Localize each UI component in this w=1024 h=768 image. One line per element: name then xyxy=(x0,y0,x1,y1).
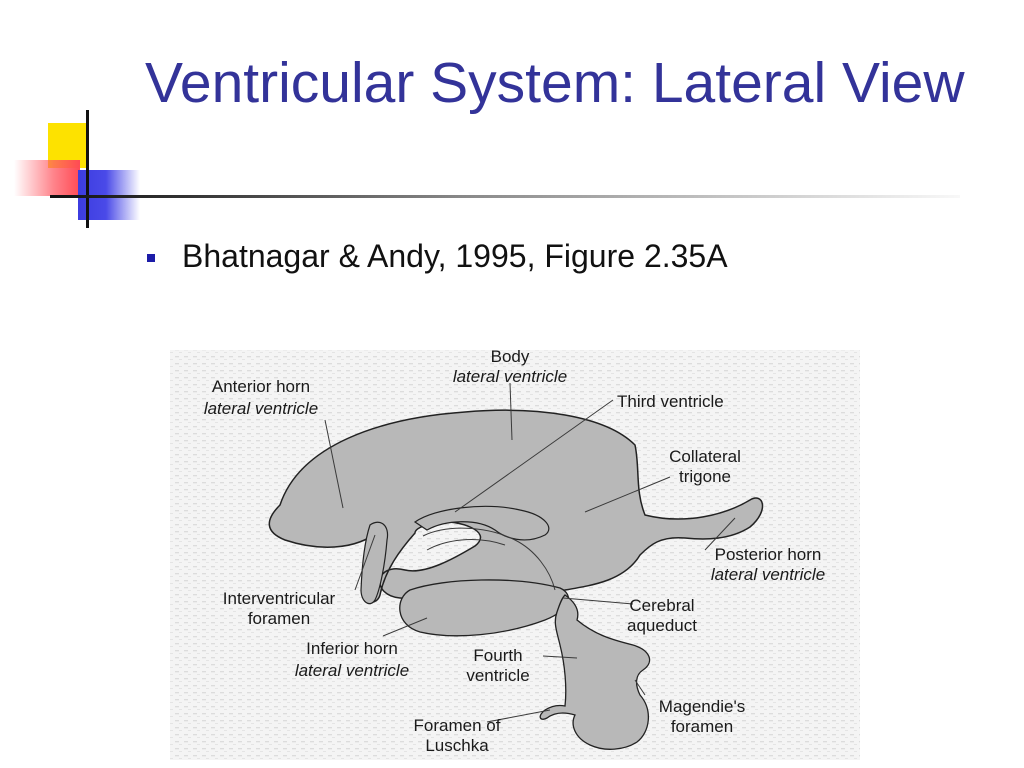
leader-body xyxy=(509,382,513,441)
ventricular-system-diagram: Body lateral ventricle Anterior horn lat… xyxy=(170,347,860,760)
label-anterior-horn: Anterior horn xyxy=(212,377,310,396)
bullet-marker xyxy=(147,254,155,262)
fourth-ventricle-shape xyxy=(539,594,651,750)
label-magendie: Magendie's xyxy=(659,697,745,716)
label-collateral: Collateral xyxy=(669,447,741,466)
leader-cerebral-aqueduct xyxy=(562,597,634,605)
ventricle-inner-contour-2 xyxy=(426,539,506,551)
label-aqueduct: aqueduct xyxy=(627,616,697,635)
decor-vertical-line xyxy=(86,110,89,228)
decor-red-bar xyxy=(14,160,80,196)
label-anterior-horn-sub: lateral ventricle xyxy=(204,399,318,418)
label-posterior-horn-sub: lateral ventricle xyxy=(711,565,825,584)
label-magendie-sub: foramen xyxy=(671,717,733,736)
leader-fourth-ventricle xyxy=(542,655,578,659)
label-fourth-ventricle: ventricle xyxy=(466,666,529,685)
label-inferior-horn: Inferior horn xyxy=(306,639,398,658)
interventricular-foramen-shape xyxy=(360,521,389,605)
leader-anterior-horn xyxy=(324,419,344,509)
label-luschka: Luschka xyxy=(425,736,489,755)
leader-collateral-trigone xyxy=(584,476,671,513)
leader-posterior-horn xyxy=(704,517,736,551)
bullet-citation: Bhatnagar & Andy, 1995, Figure 2.35A xyxy=(182,238,728,274)
label-fourth: Fourth xyxy=(473,646,522,665)
inferior-horn-shape xyxy=(399,579,570,637)
slide-title: Ventricular System: Lateral View xyxy=(145,51,965,115)
label-cerebral: Cerebral xyxy=(629,596,694,615)
third-ventricle-shape xyxy=(413,505,550,541)
label-foramen-of: Foramen of xyxy=(414,716,501,735)
leader-inferior-horn xyxy=(382,617,428,637)
label-interventricular-sub: foramen xyxy=(248,609,310,628)
leader-interventricular xyxy=(354,534,376,591)
leader-luschka xyxy=(486,709,551,723)
leader-magendie xyxy=(634,679,646,696)
label-interventricular: Interventricular xyxy=(223,589,336,608)
label-posterior-horn: Posterior horn xyxy=(715,545,822,564)
label-body: Body xyxy=(491,347,530,366)
leader-third-ventricle xyxy=(454,399,614,513)
ventricle-inner-contour xyxy=(422,527,556,591)
label-body-sub: lateral ventricle xyxy=(453,367,567,386)
title-underline xyxy=(50,195,960,198)
label-third-ventricle: Third ventricle xyxy=(617,392,724,411)
label-inferior-horn-sub: lateral ventricle xyxy=(295,661,409,680)
label-trigone: trigone xyxy=(679,467,731,486)
